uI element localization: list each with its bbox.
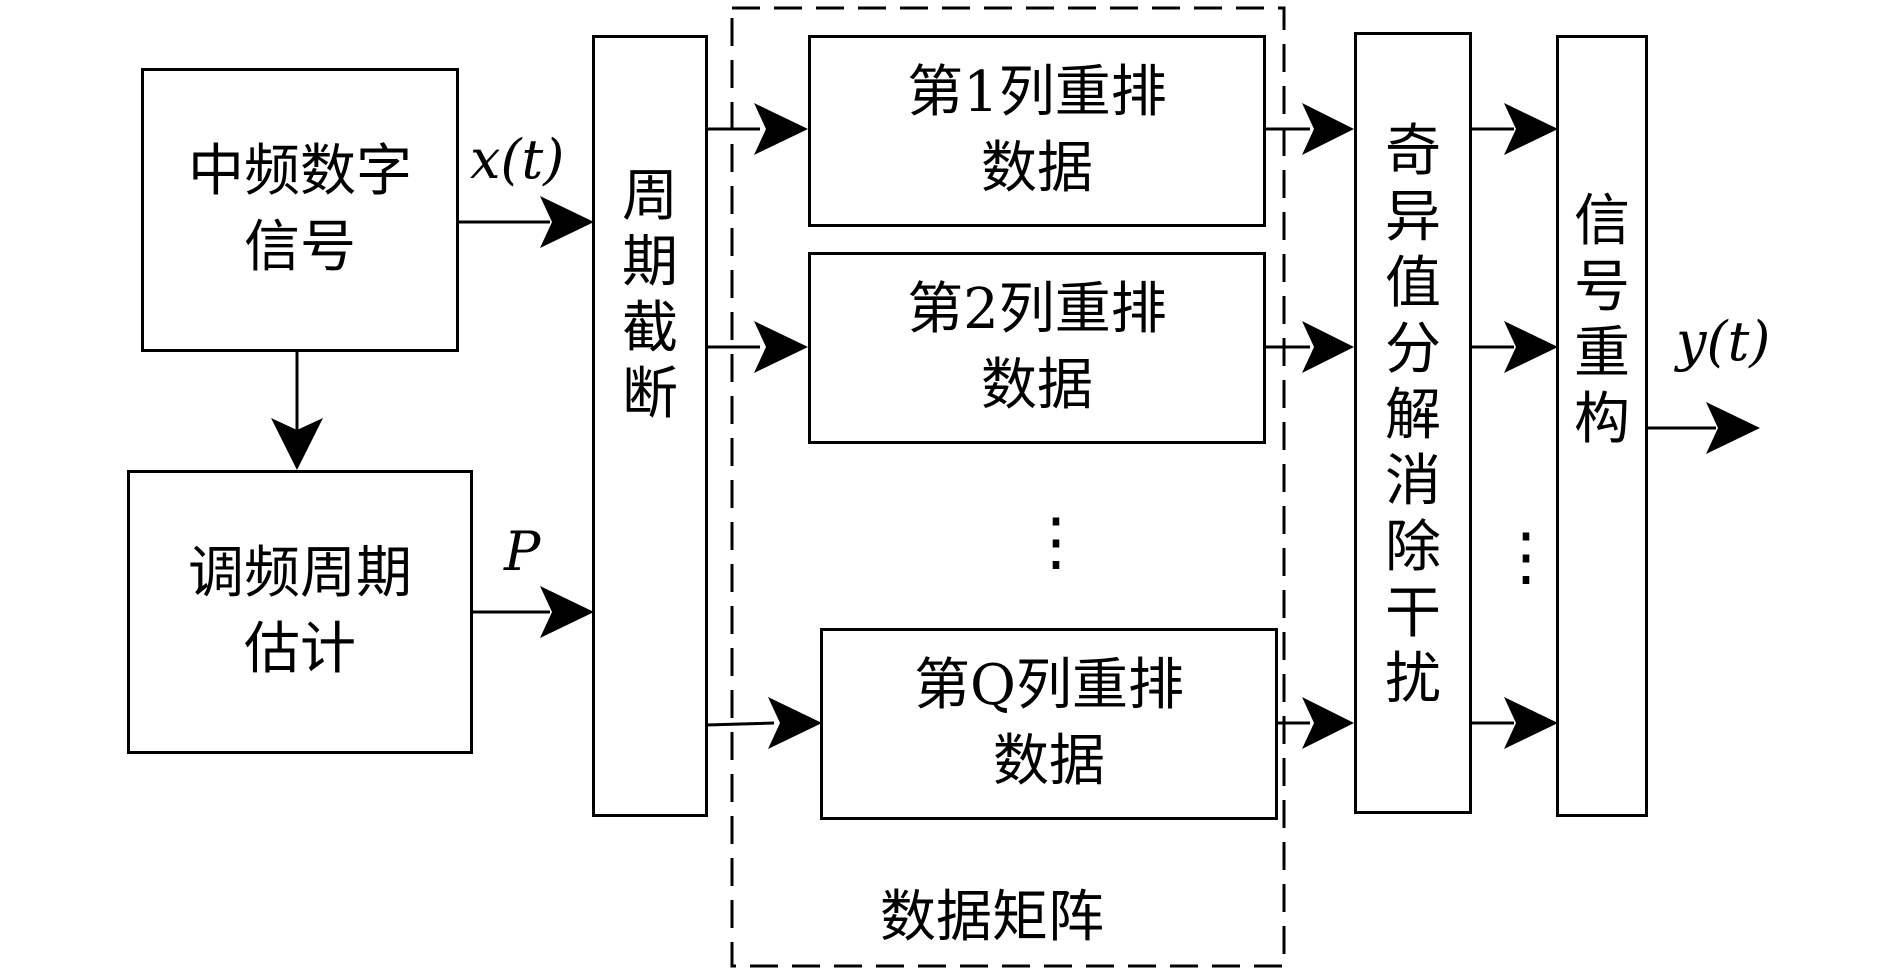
block-reconstruct-char: 重 — [1574, 321, 1630, 386]
block-svd-cancel-char: 分 — [1385, 317, 1441, 382]
block-reconstruct-char: 信 — [1574, 189, 1630, 254]
signal-label-input: x(t) — [470, 128, 565, 191]
block-period-truncate-char: 截 — [622, 296, 678, 361]
block-reconstruct: 信 号 重 构 — [1556, 35, 1648, 817]
block-row-2: 第2列重排 数据 — [808, 252, 1266, 444]
arrowhead — [540, 586, 594, 638]
arrowhead — [1302, 697, 1354, 749]
block-svd-cancel-char: 值 — [1385, 251, 1441, 316]
block-period-estimate-line2: 估计 — [244, 617, 356, 682]
rows-ellipsis: ⋮ — [1024, 505, 1088, 579]
block-period-truncate-char: 周 — [622, 164, 678, 229]
arrowhead — [768, 697, 822, 749]
block-if-signal-line2: 信号 — [244, 215, 356, 280]
block-svd-cancel-char: 异 — [1385, 185, 1441, 250]
block-if-signal: 中频数字 信号 — [141, 68, 459, 352]
block-svd-cancel-char: 消 — [1385, 449, 1441, 514]
arrowhead — [1706, 402, 1760, 454]
arrowhead — [1504, 321, 1558, 373]
block-reconstruct-char: 构 — [1574, 387, 1630, 452]
arrowhead — [1504, 697, 1558, 749]
block-period-truncate-char: 期 — [622, 230, 678, 295]
block-if-signal-line1: 中频数字 — [188, 139, 412, 204]
edge-truncate-to-rowQ — [705, 721, 775, 727]
block-row-1-line2: 数据 — [980, 136, 1093, 201]
block-row-q: 第Q列重排 数据 — [820, 628, 1278, 820]
arrowhead — [1302, 103, 1354, 155]
block-svd-cancel: 奇 异 值 分 解 消 除 干 扰 — [1354, 32, 1472, 814]
signal-label-period: P — [504, 520, 541, 583]
block-svd-cancel-char: 解 — [1385, 383, 1441, 448]
block-row-q-line2: 数据 — [992, 729, 1105, 794]
block-reconstruct-char: 号 — [1574, 255, 1630, 320]
block-row-1-line1: 第1列重排 — [907, 60, 1167, 125]
block-row-2-line1: 第2列重排 — [907, 277, 1167, 342]
block-period-estimate: 调频周期 估计 — [127, 470, 473, 754]
data-matrix-group — [730, 6, 1286, 968]
block-svd-cancel-char: 除 — [1385, 515, 1441, 580]
block-row-2-line2: 数据 — [980, 353, 1093, 418]
block-svd-cancel-char: 干 — [1385, 581, 1441, 646]
arrowhead — [754, 321, 808, 373]
block-svd-cancel-char: 奇 — [1385, 119, 1441, 184]
block-period-truncate-char: 断 — [622, 362, 678, 427]
outputs-ellipsis: ⋮ — [1494, 520, 1558, 594]
signal-label-output: y(t) — [1676, 310, 1771, 373]
arrowhead — [1302, 321, 1354, 373]
block-period-estimate-line1: 调频周期 — [188, 541, 412, 606]
data-matrix-label: 数据矩阵 — [880, 885, 1104, 950]
arrowhead — [754, 103, 808, 155]
block-period-truncate: 周 期 截 断 — [592, 35, 708, 817]
block-svd-cancel-char: 扰 — [1385, 647, 1441, 712]
block-row-q-line1: 第Q列重排 — [914, 653, 1184, 718]
arrowhead — [1504, 103, 1558, 155]
arrowhead — [271, 418, 323, 470]
block-row-1: 第1列重排 数据 — [808, 35, 1266, 227]
arrowhead — [540, 196, 594, 248]
